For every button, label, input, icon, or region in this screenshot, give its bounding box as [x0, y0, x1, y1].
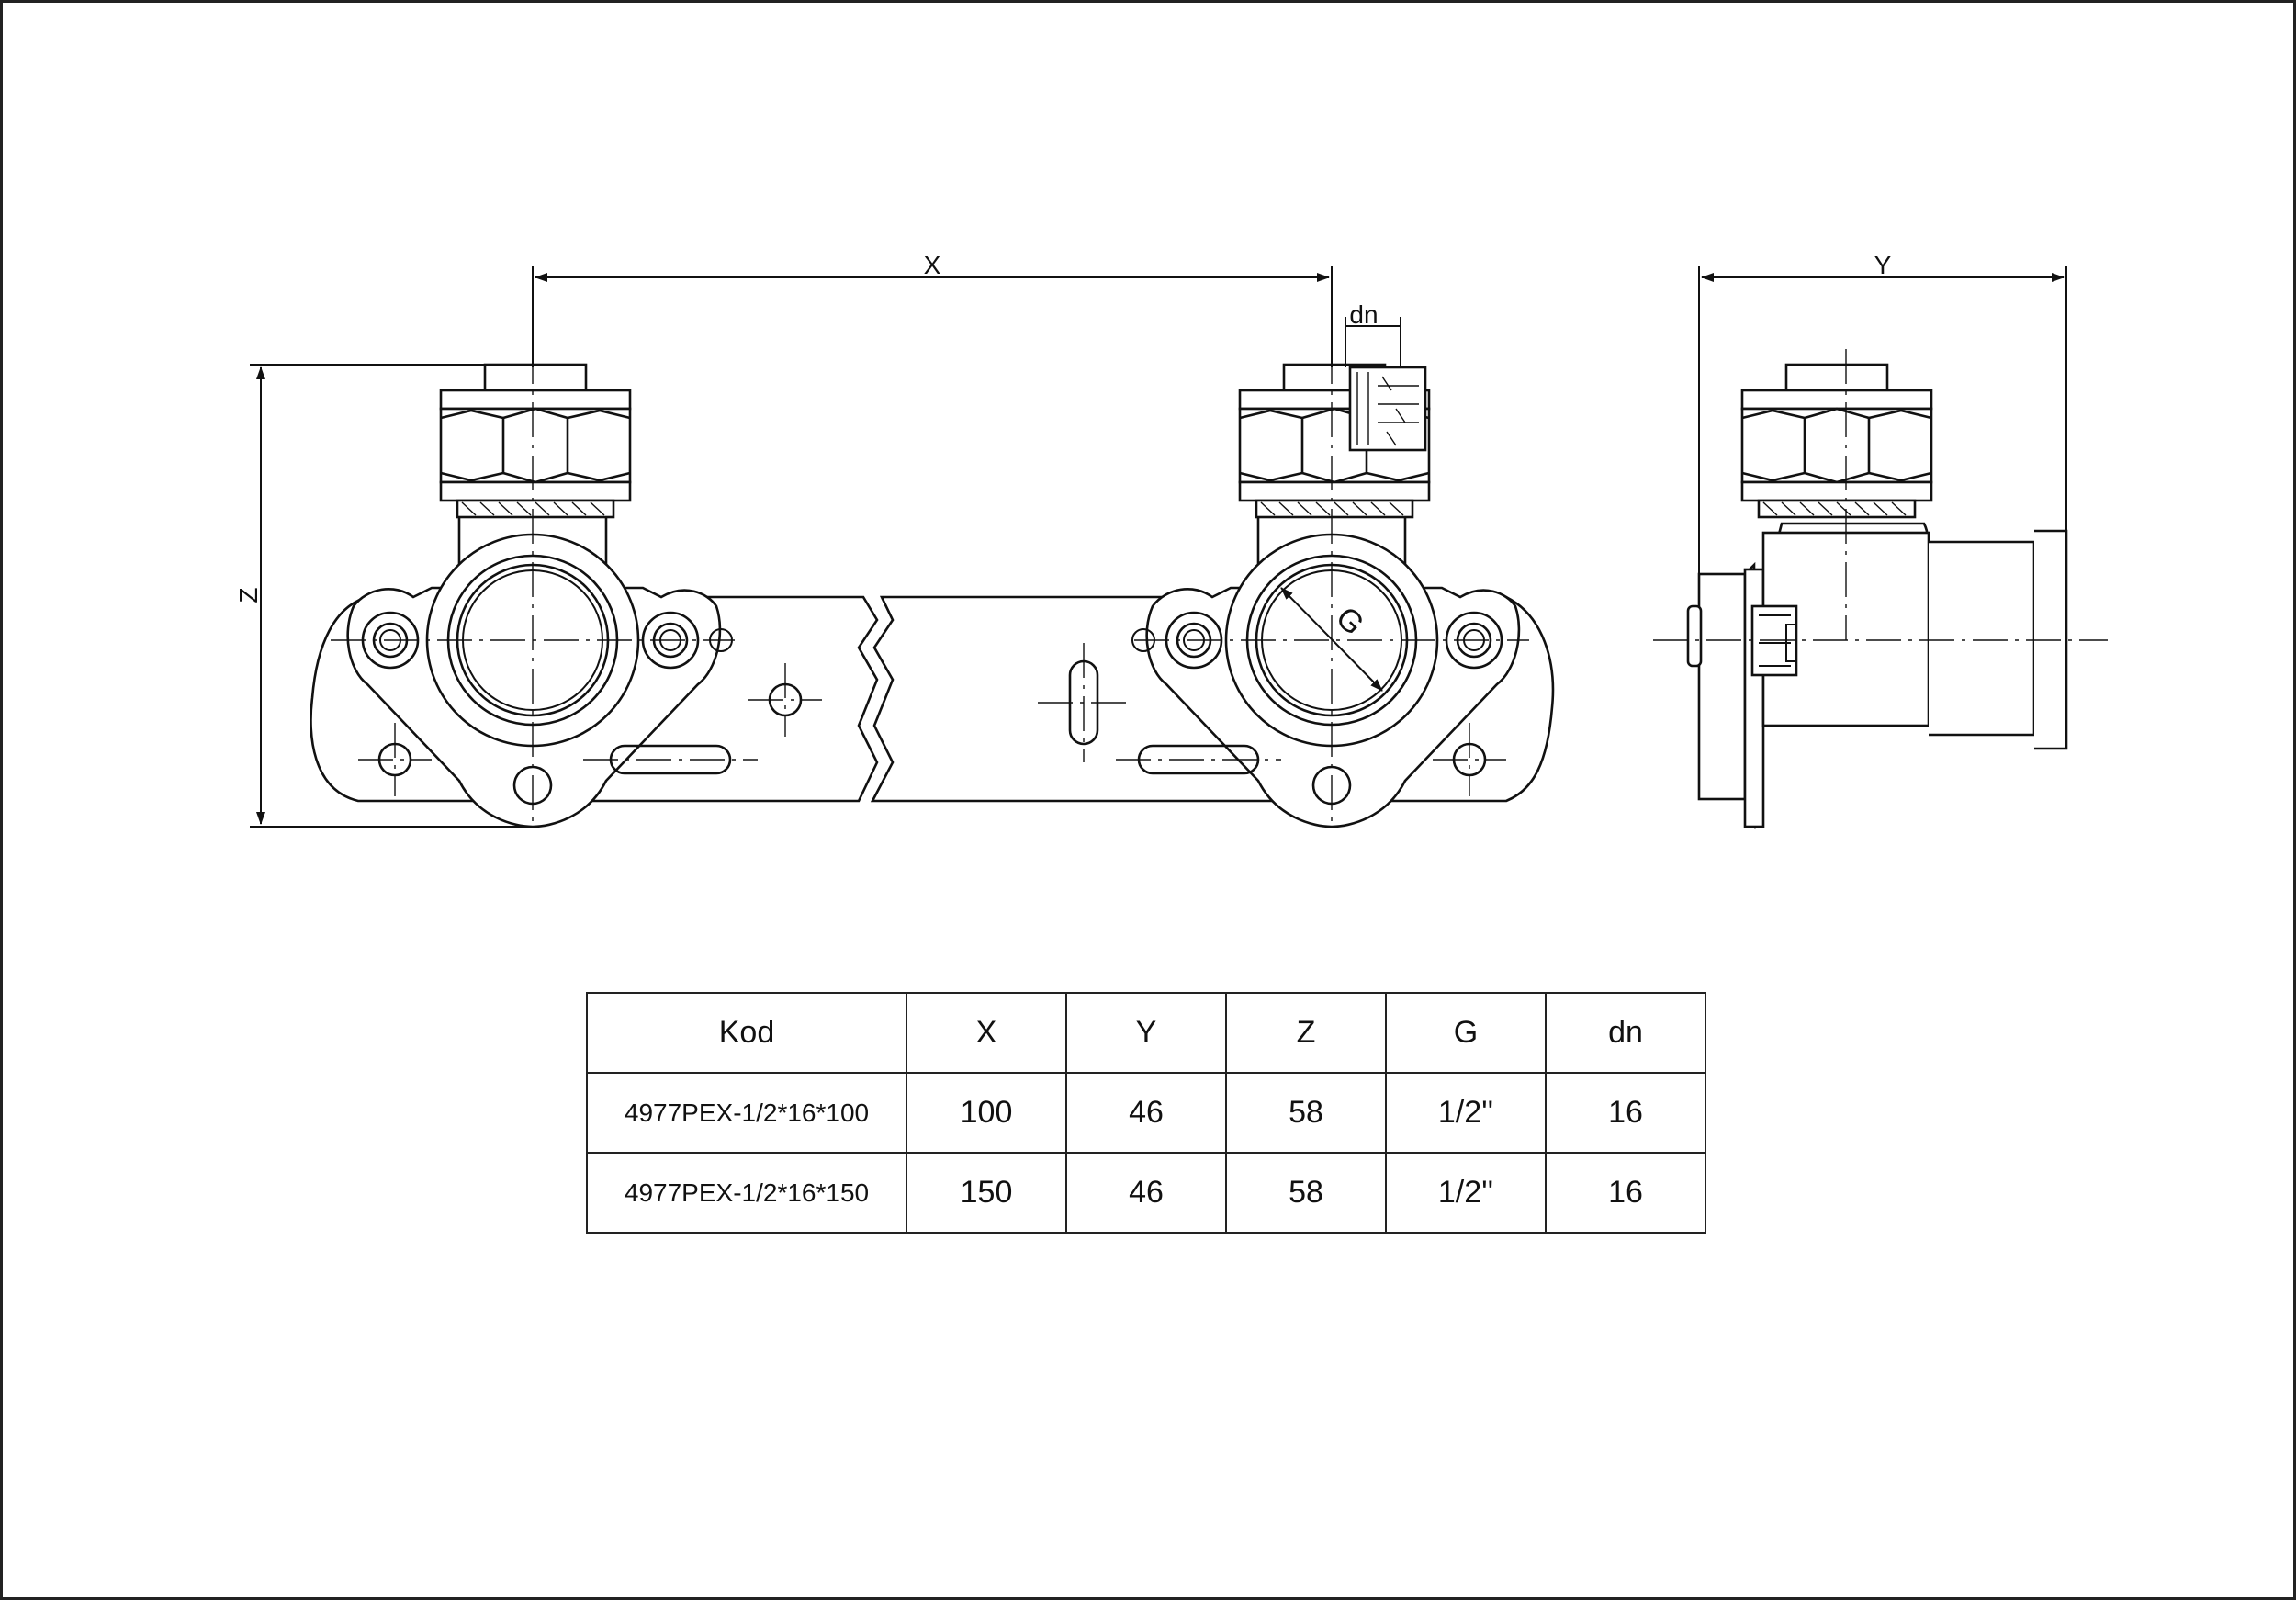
table-cell: 4977PEX-1/2*16*150 [586, 1152, 907, 1234]
dimension-dn: dn [1345, 300, 1401, 367]
table-cell: 46 [1065, 1152, 1227, 1234]
table-row: 4977PEX-1/2*16*100 100 46 58 1/2'' 16 [586, 1072, 1706, 1154]
table-cell: 1/2'' [1385, 1072, 1547, 1154]
dimension-x-label: X [924, 251, 941, 279]
table-cell: 1/2'' [1385, 1152, 1547, 1234]
dimension-y-label: Y [1874, 251, 1892, 279]
dimension-dn-label: dn [1349, 300, 1378, 329]
table-cell: 16 [1545, 1072, 1706, 1154]
table-cell: 46 [1065, 1072, 1227, 1154]
table-header-row: Kod X Y Z G dn [586, 992, 1706, 1074]
table-cell: 150 [906, 1152, 1067, 1234]
dimension-z: Z [234, 364, 533, 828]
table-cell: 100 [906, 1072, 1067, 1154]
table-header: X [906, 992, 1067, 1074]
table-cell: 4977PEX-1/2*16*100 [586, 1072, 907, 1154]
table-header: dn [1545, 992, 1706, 1074]
dimension-x: X [532, 251, 1333, 367]
table-header: G [1385, 992, 1547, 1074]
table-header: Z [1225, 992, 1387, 1074]
table-cell: 16 [1545, 1152, 1706, 1234]
specification-table: Kod X Y Z G dn 4977PEX-1/2*16*100 100 46… [586, 992, 1706, 1234]
front-view [310, 349, 1555, 828]
table-cell: 58 [1225, 1152, 1387, 1234]
side-view [1653, 349, 2108, 830]
table-header: Kod [586, 992, 907, 1074]
table-header: Y [1065, 992, 1227, 1074]
dimension-y: Y [1698, 251, 2067, 574]
dimension-z-label: Z [234, 587, 263, 603]
table-row: 4977PEX-1/2*16*150 150 46 58 1/2'' 16 [586, 1152, 1706, 1234]
table-cell: 58 [1225, 1072, 1387, 1154]
